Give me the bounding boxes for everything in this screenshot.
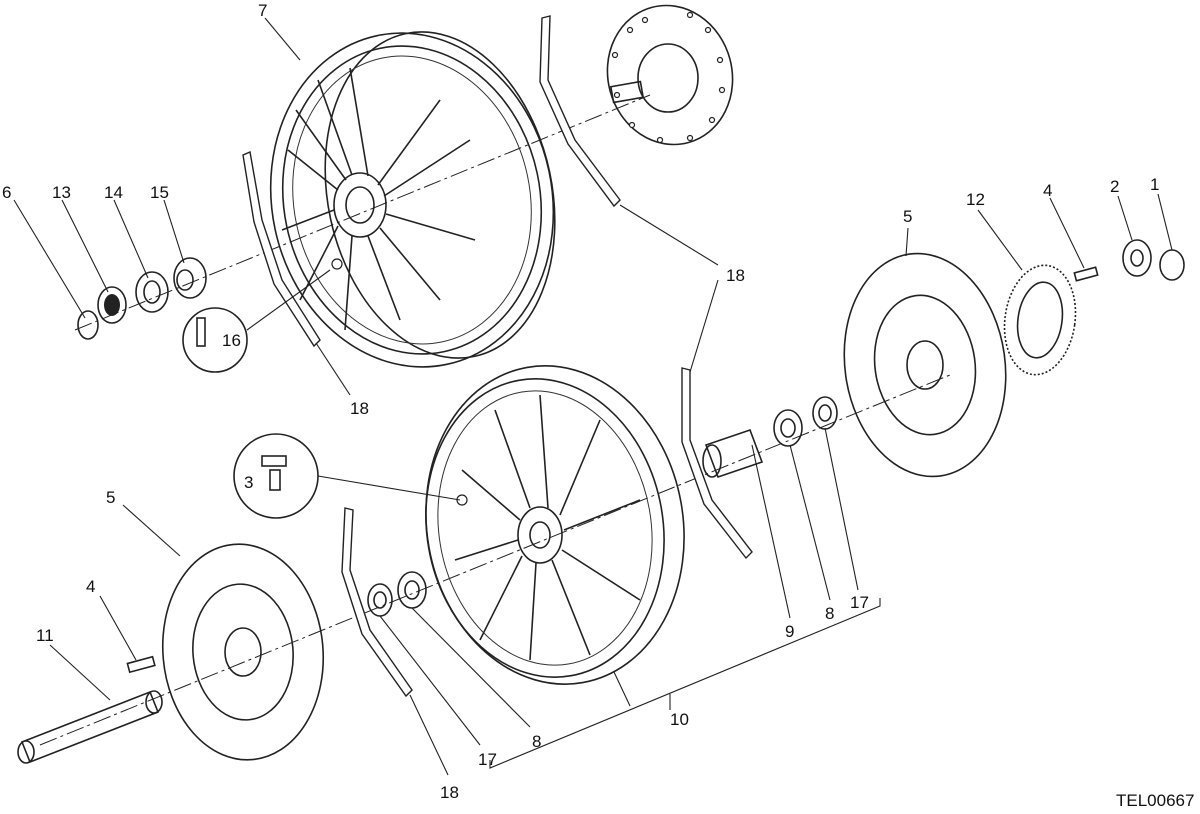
callout-screw-right: 4	[1043, 181, 1052, 200]
callout-disc-left: 5	[106, 488, 115, 507]
front-wheel-rim	[425, 365, 685, 685]
callout-screw-left: 4	[86, 577, 95, 596]
front-left-disc	[161, 543, 325, 761]
callout-ring-nut: 13	[52, 183, 71, 202]
callout-bearing-right: 8	[825, 604, 834, 623]
callout-nut-right: 1	[1150, 175, 1159, 194]
callout-valve-front: 3	[244, 473, 253, 492]
rear-wheel-rim	[269, 31, 556, 368]
callout-tone-wheel: 12	[966, 190, 985, 209]
front-left-bearings	[367, 571, 427, 617]
callout-seal-left: 17	[478, 750, 497, 769]
callout-washer-rear: 14	[104, 183, 123, 202]
front-right-bearings	[702, 396, 838, 479]
rear-valve-detail	[182, 269, 331, 373]
callout-balance-weight-rear-upper: 18	[726, 266, 745, 285]
callout-spacer-right: 2	[1110, 177, 1119, 196]
front-right-disc	[843, 252, 1007, 478]
callout-circlip: 6	[2, 183, 11, 202]
callout-front-wheel-assembly: 10	[670, 710, 689, 729]
front-right-fasteners	[1073, 239, 1185, 282]
front-balance-strips	[341, 367, 753, 698]
callout-balance-weight-front: 18	[440, 783, 459, 802]
leader-lines	[13, 17, 1173, 776]
rear-brake-disc	[606, 4, 734, 146]
callout-bearing-left: 8	[532, 732, 541, 751]
callout-axle: 11	[36, 626, 54, 645]
callout-seal-right: 17	[850, 593, 869, 612]
callout-rim-rear: 7	[258, 1, 267, 20]
front-axle	[17, 690, 163, 764]
callout-bearing-inner-spacer: 9	[785, 622, 794, 641]
front-valve-detail	[233, 433, 461, 519]
callout-spacer-rear: 15	[150, 183, 169, 202]
callout-valve-rear: 16	[222, 331, 241, 350]
rear-hub-parts	[77, 257, 207, 340]
callout-disc-right: 5	[903, 207, 912, 226]
drawing-code: TEL00667	[1116, 791, 1194, 810]
front-wheel-bracket	[489, 598, 881, 769]
upper-balance-strip	[539, 15, 621, 208]
left-disc-screw	[126, 655, 156, 674]
callout-balance-weight-rear-lower: 18	[350, 399, 369, 418]
rear-balance-strip	[242, 151, 321, 348]
tone-wheel	[1003, 264, 1077, 376]
